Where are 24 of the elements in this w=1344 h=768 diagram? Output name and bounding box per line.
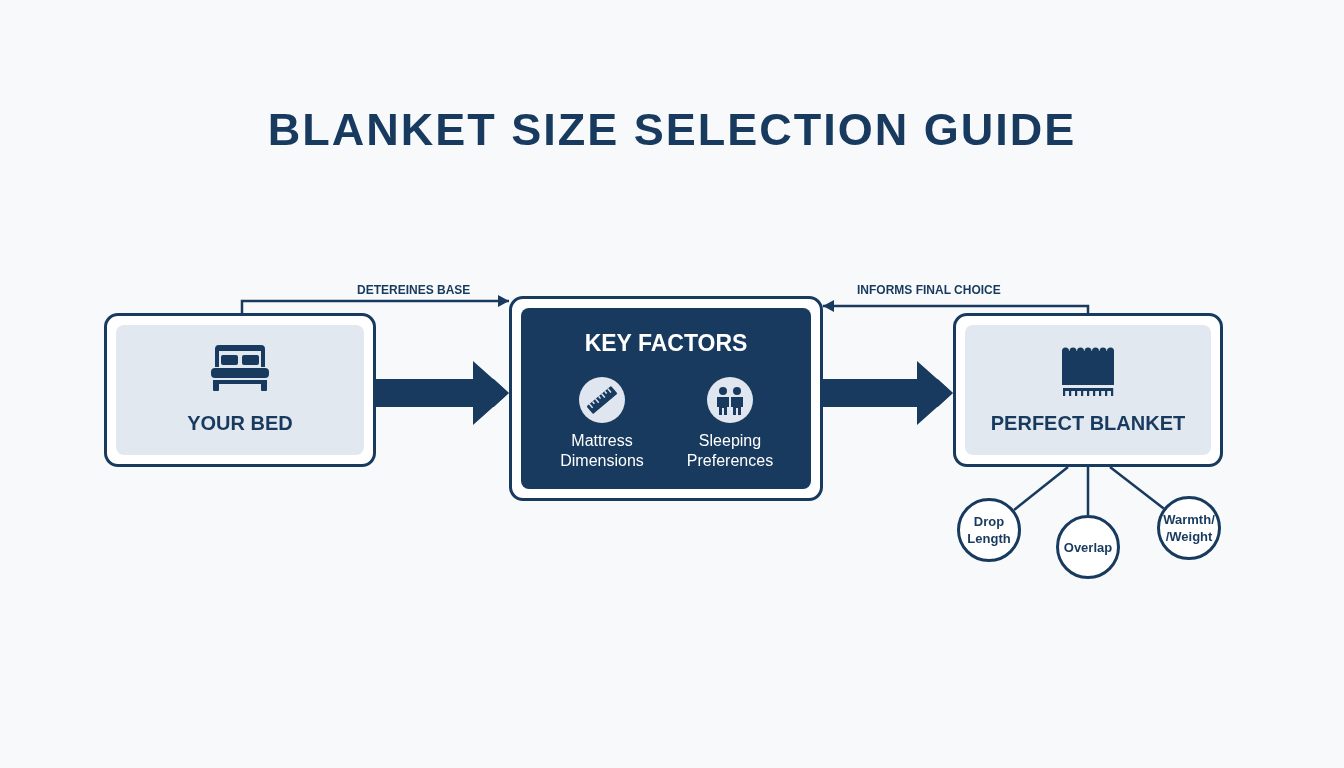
factor-label: Sleeping Preferences (685, 431, 775, 471)
arrow (240, 295, 509, 313)
attribute-circle (957, 498, 1021, 562)
edge-label: INFORMS FINAL CHOICE (855, 283, 1003, 297)
process-card (953, 313, 1223, 467)
factors-card (509, 296, 823, 501)
connector-line (1109, 466, 1165, 510)
attribute-circle (1056, 515, 1120, 579)
arrow (823, 300, 1090, 313)
edge-label: DETEREINES BASE (355, 283, 473, 297)
circle-label: Drop Length (966, 513, 1012, 547)
process-card (104, 313, 376, 467)
connector-line (1086, 467, 1090, 515)
connector-line (1013, 466, 1069, 511)
block-arrow (376, 361, 509, 425)
factor-label: Mattress Dimensions (559, 431, 645, 471)
circle-label: Warmth/ /Weight (1162, 511, 1216, 545)
diagram-title: BLANKET SIZE SELECTION GUIDE (267, 104, 1077, 156)
attribute-circle (1157, 496, 1221, 560)
node-title: YOUR BED (187, 411, 293, 435)
factors-heading: KEY FACTORS (584, 329, 748, 357)
node-title: PERFECT BLANKET (990, 411, 1186, 435)
block-arrow (823, 361, 953, 425)
circle-label: Overlap (1063, 538, 1113, 556)
